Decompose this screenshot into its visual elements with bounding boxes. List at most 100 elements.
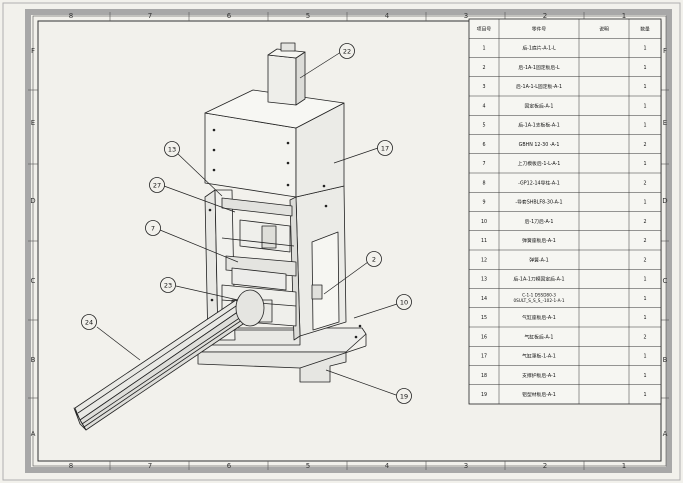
bom-quantity: 2 xyxy=(643,238,646,244)
zone-label-bottom: 2 xyxy=(543,462,547,470)
bom-item-number: 11 xyxy=(481,238,487,244)
bom-item-number: 10 xyxy=(481,219,487,225)
bom-item-number: 9 xyxy=(482,200,485,206)
bom-item-number: 15 xyxy=(481,315,487,321)
bom-item-number: 7 xyxy=(482,161,485,167)
bom-part-name: 后-1A-1刀模固定后-A-1 xyxy=(513,276,564,283)
zone-label-right: F xyxy=(663,47,667,55)
bom-quantity: 2 xyxy=(643,257,646,263)
bom-item-number: 3 xyxy=(482,84,485,90)
guide-post xyxy=(261,225,277,249)
bom-quantity: 1 xyxy=(643,123,646,129)
zone-label-left: E xyxy=(31,119,35,127)
balloon-label: 13 xyxy=(168,146,176,154)
bom-part-name: 后-1A-1-L固定板-A-1 xyxy=(516,83,562,90)
bom-quantity: 2 xyxy=(643,142,646,148)
bom-item-number: 18 xyxy=(481,373,487,379)
bom-part-name: 支撑护板后-A-1 xyxy=(522,372,556,379)
bom-quantity: 1 xyxy=(643,84,646,90)
zone-label-left: A xyxy=(31,430,36,438)
balloon-label: 2 xyxy=(372,256,376,264)
cylinder xyxy=(267,54,297,106)
balloon-label: 17 xyxy=(381,145,389,153)
zone-label-top: 4 xyxy=(385,12,390,20)
balloon-label: 24 xyxy=(85,319,93,327)
bom-quantity: 1 xyxy=(643,392,646,398)
zone-label-bottom: 1 xyxy=(622,462,626,470)
balloon xyxy=(339,43,355,59)
balloon xyxy=(145,220,161,236)
zone-label-bottom: 8 xyxy=(69,462,73,470)
zone-label-left: D xyxy=(30,197,35,205)
bom-part-name: -导套SHBLF8-30-A-1 xyxy=(515,199,562,206)
zone-label-top: 7 xyxy=(148,12,152,20)
bom-part-name: 气缸板后-A-1 xyxy=(525,333,554,340)
bom-quantity: 1 xyxy=(643,277,646,283)
zone-label-top: 8 xyxy=(69,12,73,20)
balloons xyxy=(81,43,412,404)
bom-header-cell: 项目号 xyxy=(477,26,492,32)
balloon-label: 19 xyxy=(400,393,408,401)
bom-header-cell: 零件号 xyxy=(532,25,547,32)
balloon xyxy=(164,141,180,157)
balloon xyxy=(396,294,412,310)
zone-label-left: F xyxy=(31,47,35,55)
side-window xyxy=(311,231,340,331)
zone-label-left: C xyxy=(31,277,36,285)
zone-label-top: 1 xyxy=(622,12,626,20)
balloon-label: 22 xyxy=(343,48,351,56)
bom-part-name: -GP12-14导柱-A-1 xyxy=(518,179,560,186)
bom-quantity: 2 xyxy=(643,334,646,340)
balloon-label: 27 xyxy=(153,182,161,190)
balloon xyxy=(396,388,412,404)
assembly-drawing xyxy=(73,42,367,431)
zone-label-right: A xyxy=(663,430,668,438)
zone-label-top: 2 xyxy=(543,12,547,20)
bom-quantity: 1 xyxy=(643,315,646,321)
bom-header-cell: 说明 xyxy=(599,25,609,32)
zone-label-bottom: 5 xyxy=(306,462,310,470)
zone-label-right: E xyxy=(663,119,667,127)
bom-part-name: 后-1刀后-A-1 xyxy=(525,218,554,225)
balloon-label: 10 xyxy=(400,299,408,307)
bom-part-name: GBHN 12-30 -A-1 xyxy=(519,142,560,148)
bom-part-name: 固定板后-A-1 xyxy=(525,102,554,109)
balloon xyxy=(366,251,382,267)
bom-quantity: 1 xyxy=(643,354,646,360)
bom-item-number: 14 xyxy=(481,296,487,302)
zone-label-bottom: 4 xyxy=(385,462,390,470)
bom-item-number: 8 xyxy=(482,180,485,186)
zone-label-right: C xyxy=(663,277,668,285)
bom-item-number: 16 xyxy=(481,334,487,340)
bom-quantity: 1 xyxy=(643,200,646,206)
balloon xyxy=(149,177,165,193)
zone-label-top: 3 xyxy=(464,12,468,20)
bom-part-name: 气缸罩板-1-A-1 xyxy=(522,353,556,360)
upper-die-plate xyxy=(221,197,293,217)
balloon xyxy=(81,314,97,330)
bom-item-number: 1 xyxy=(482,46,485,52)
bom-part-name: 后-1A-1固定板后-L xyxy=(518,64,559,71)
bom-header-cell: 数量 xyxy=(640,25,650,32)
bom-quantity: 1 xyxy=(643,65,646,71)
zone-label-top: 5 xyxy=(306,12,310,20)
bom-part-name: 后-1底片-A-1-L xyxy=(522,45,556,52)
zone-label-top: 6 xyxy=(227,12,232,20)
zone-label-bottom: 6 xyxy=(227,462,232,470)
bom-item-number: 13 xyxy=(481,277,487,283)
bom-quantity: 1 xyxy=(643,161,646,167)
zone-label-right: D xyxy=(662,197,667,205)
bom-quantity: 1 xyxy=(643,373,646,379)
balloon-label: 7 xyxy=(151,225,155,233)
zone-label-bottom: 3 xyxy=(464,462,468,470)
bom-quantity: 1 xyxy=(643,296,646,302)
bom-part-name: 上刀模板后-1-L-A-1 xyxy=(518,160,561,167)
bom-item-number: 19 xyxy=(481,392,487,398)
bom-quantity: 1 xyxy=(643,46,646,52)
bom-part-name: 气缸座板后-A-1 xyxy=(522,314,556,321)
zone-label-bottom: 7 xyxy=(148,462,152,470)
balloon-leaders xyxy=(96,51,398,396)
